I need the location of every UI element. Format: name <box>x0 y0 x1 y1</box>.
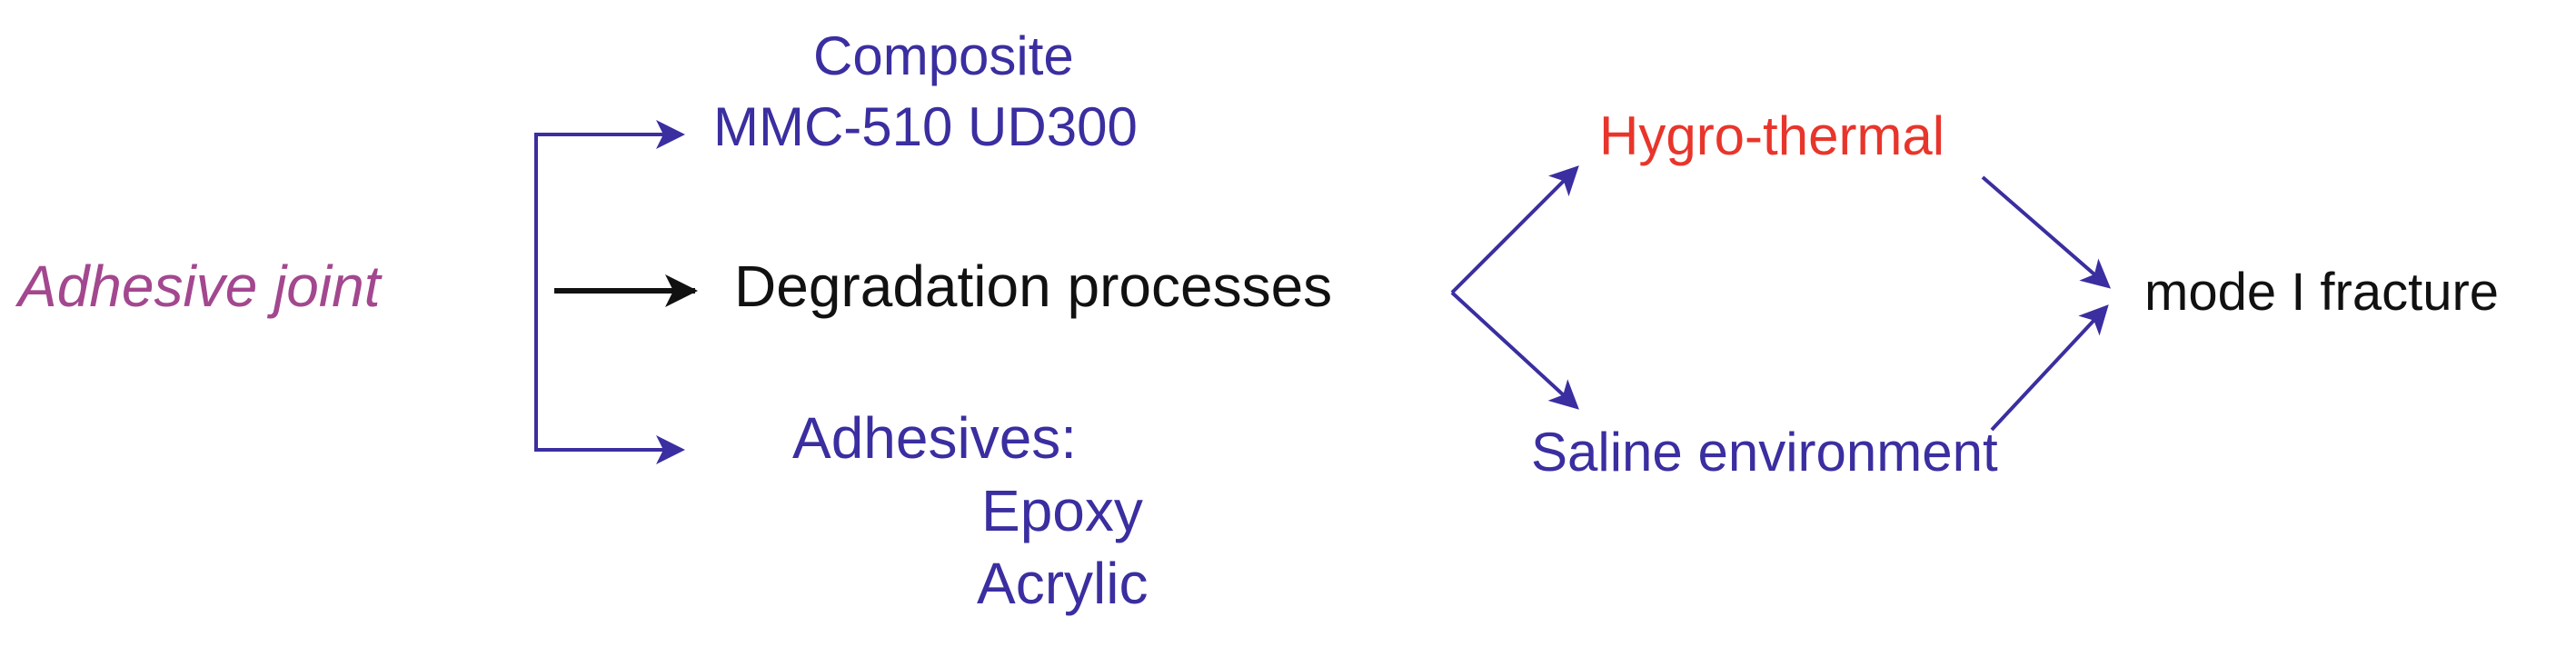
composite-label-line1: Composite <box>813 25 1074 86</box>
adhesives-title-label: Adhesives: <box>792 405 1078 471</box>
arrow-saline-to-fracture <box>1990 304 2109 432</box>
bracket-line <box>534 133 677 452</box>
arrow-hygrothermal-to-fracture <box>1981 175 2112 289</box>
arrow-to-saline <box>1450 291 1579 410</box>
composite-label-line2: MMC-510 UD300 <box>713 96 1138 157</box>
adhesive-joint-label: Adhesive joint <box>18 254 381 319</box>
arrow-to-hygrothermal <box>1450 165 1579 294</box>
adhesive-acrylic-label: Acrylic <box>977 551 1149 616</box>
saline-environment-label: Saline environment <box>1531 422 1998 483</box>
mode-i-fracture-label: mode I fracture <box>2144 263 2500 322</box>
adhesive-epoxy-label: Epoxy <box>981 478 1143 543</box>
degradation-processes-label: Degradation processes <box>734 254 1333 319</box>
hygrothermal-label: Hygro-thermal <box>1599 105 1945 166</box>
